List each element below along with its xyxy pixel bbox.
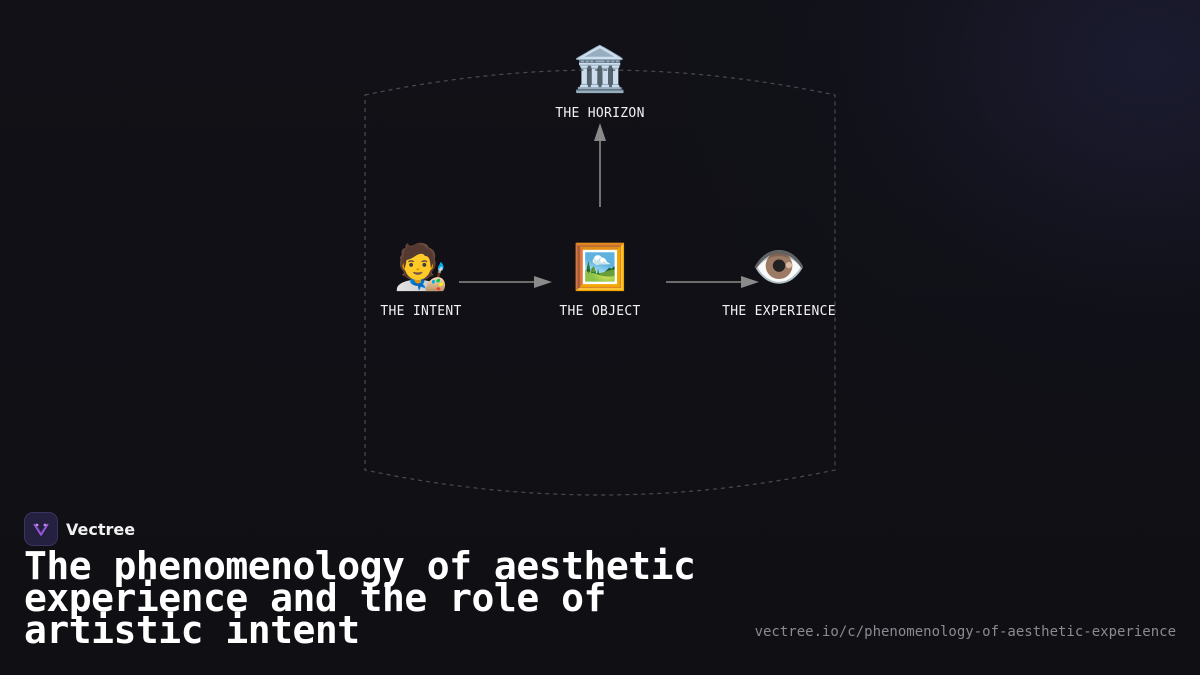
edge-object-horizon — [594, 123, 606, 207]
classical-building-icon: 🏛️ — [572, 44, 628, 95]
node-experience: 👁️ THE EXPERIENCE — [689, 242, 869, 319]
artist-icon: 🧑‍🎨 — [393, 242, 449, 293]
node-label-horizon: THE HORIZON — [555, 106, 645, 121]
eye-icon: 👁️ — [751, 242, 807, 293]
page-url[interactable]: vectree.io/c/phenomenology-of-aesthetic-… — [754, 624, 1176, 640]
page-title: The phenomenology of aesthetic experienc… — [24, 544, 696, 652]
node-label-experience: THE EXPERIENCE — [722, 304, 836, 319]
brand: Vectree — [24, 512, 135, 546]
node-label-object: THE OBJECT — [559, 304, 641, 319]
edge-object-experience — [666, 276, 759, 288]
node-intent: 🧑‍🎨 THE INTENT — [331, 242, 511, 319]
vectree-v-logo-icon — [24, 512, 58, 546]
edge-intent-object — [459, 276, 552, 288]
node-horizon: 🏛️ THE HORIZON — [510, 44, 690, 121]
framed-picture-icon: 🖼️ — [572, 242, 628, 293]
horizon-boundary — [364, 69, 836, 496]
node-object: 🖼️ THE OBJECT — [510, 242, 690, 319]
brand-name: Vectree — [66, 519, 136, 539]
node-label-intent: THE INTENT — [380, 304, 462, 319]
